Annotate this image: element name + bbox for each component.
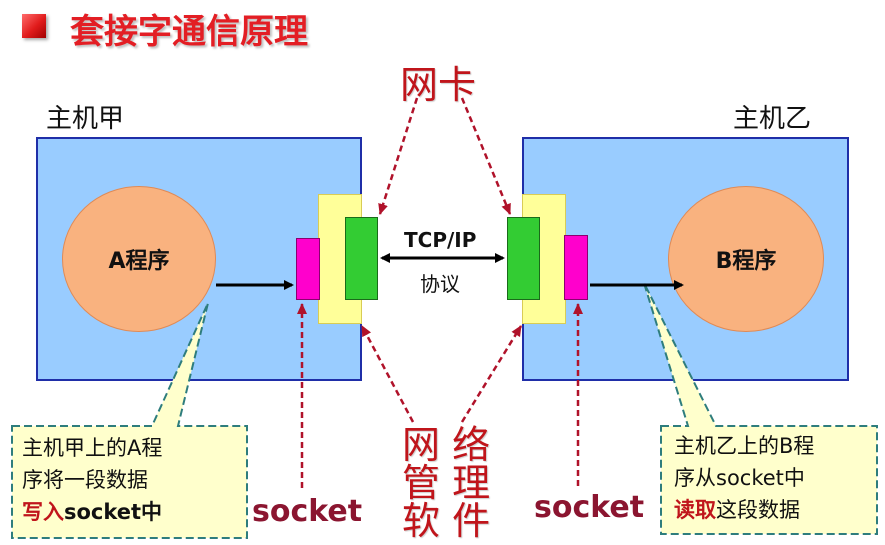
page-title: 套接字通信原理 <box>70 12 308 52</box>
host-b-label: 主机乙 <box>733 104 812 134</box>
program-b: B程序 <box>668 186 824 332</box>
nic-arrow-right <box>460 97 512 215</box>
program-a-label: A程序 <box>108 249 170 274</box>
callout-a <box>11 302 248 539</box>
nic-arrow-left <box>378 97 419 215</box>
callout-a-line-3: 写入socket中 <box>22 496 162 528</box>
callout-b-line-3: 读取这段数据 <box>674 494 814 526</box>
protocol-label: 协议 <box>420 272 460 296</box>
nic-b-port <box>507 217 540 300</box>
nic-a-port <box>345 217 378 300</box>
callout-b-rest: 这段数据 <box>716 498 800 522</box>
callout-a-rest: socket中 <box>64 500 163 524</box>
title-bullet-icon <box>22 14 46 38</box>
software-arrow-left <box>360 325 415 423</box>
callout-a-highlight: 写入 <box>22 500 64 524</box>
program-b-label: B程序 <box>715 249 777 274</box>
callout-b-line-1: 主机乙上的B程 <box>674 434 815 458</box>
program-a: A程序 <box>62 186 216 332</box>
software-arrow-right <box>460 325 523 423</box>
callout-b <box>643 282 878 535</box>
net-software-line-1: 网 络 <box>402 423 491 467</box>
socket-right-label: socket <box>534 490 645 525</box>
net-software-label: 网 络 管 理 软 件 <box>402 426 490 540</box>
callout-b-text: 主机乙上的B程 序从socket中 读取这段数据 <box>674 430 814 526</box>
callout-a-text: 主机甲上的A程 序将一段数据 写入socket中 <box>22 432 162 528</box>
socket-left-label: socket <box>252 494 363 529</box>
host-a-label: 主机甲 <box>46 104 125 134</box>
net-software-line-2: 管 理 <box>402 461 491 505</box>
callout-a-line-2: 序将一段数据 <box>22 468 148 492</box>
protocol-name: TCP/IP <box>404 228 477 252</box>
socket-b <box>564 235 588 300</box>
net-software-line-3: 软 件 <box>402 499 491 543</box>
callout-a-line-1: 主机甲上的A程 <box>22 436 163 460</box>
callout-b-line-2: 序从socket中 <box>674 466 805 490</box>
callout-b-highlight: 读取 <box>674 498 716 522</box>
socket-a <box>296 238 320 300</box>
